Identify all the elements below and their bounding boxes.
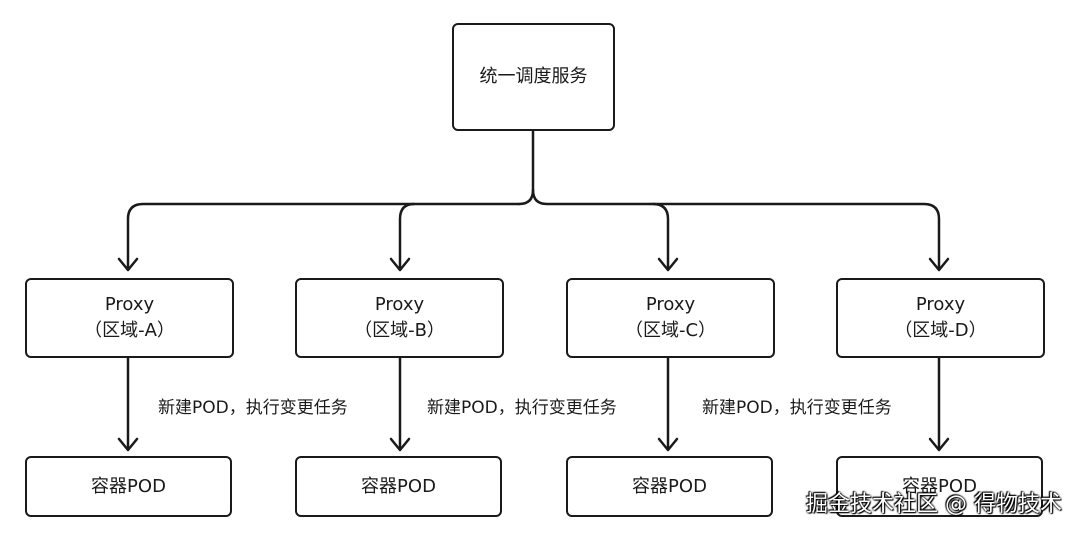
arrowhead-pod-a xyxy=(117,437,139,452)
branch-b xyxy=(398,202,416,270)
proxy-region: （区域-A） xyxy=(84,320,175,341)
pod-node-b: 容器POD xyxy=(295,456,502,517)
brace-left xyxy=(126,202,521,270)
proxy-node-b: Proxy （区域-B） xyxy=(295,278,504,358)
brace-mid-left xyxy=(531,188,652,206)
arrowhead-pod-c xyxy=(657,437,679,452)
root-connector xyxy=(517,129,535,206)
arrowhead-proxy-d xyxy=(928,257,950,272)
proxy-region: （区域-C） xyxy=(624,320,717,341)
proxy-region: （区域-D） xyxy=(894,320,987,341)
unified-scheduler-node: 统一调度服务 xyxy=(452,23,615,131)
proxy-node-d: Proxy （区域-D） xyxy=(836,278,1045,358)
proxy-node-a: Proxy （区域-A） xyxy=(25,278,234,358)
branch-c xyxy=(651,202,670,270)
arrowhead-proxy-a xyxy=(117,257,139,272)
arrowhead-proxy-b xyxy=(389,257,411,272)
pod-label: 容器POD xyxy=(361,475,436,497)
brace-right xyxy=(648,202,941,270)
pod-label: 容器POD xyxy=(91,475,166,497)
arrowhead-pod-d xyxy=(928,437,950,452)
watermark: 掘金技术社区 @ 得物技术 xyxy=(806,492,1062,517)
arrowhead-pod-b xyxy=(389,437,411,452)
pod-node-d: 容器POD xyxy=(836,456,1043,517)
proxy-title: Proxy xyxy=(104,294,155,315)
pod-label: 容器POD xyxy=(632,475,707,497)
edge-label-c: 新建POD，执行变更任务 xyxy=(702,398,892,418)
proxy-node-c: Proxy （区域-C） xyxy=(566,278,775,358)
unified-scheduler-label: 统一调度服务 xyxy=(479,66,588,87)
proxy-region: （区域-B） xyxy=(354,320,445,341)
pod-node-a: 容器POD xyxy=(25,456,232,517)
edge-label-a: 新建POD，执行变更任务 xyxy=(158,398,348,418)
pod-label: 容器POD xyxy=(902,475,977,497)
edge-label-b: 新建POD，执行变更任务 xyxy=(427,398,617,418)
proxy-title: Proxy xyxy=(374,294,425,315)
pod-node-c: 容器POD xyxy=(566,456,773,517)
arrowhead-proxy-c xyxy=(657,257,679,272)
proxy-title: Proxy xyxy=(645,294,696,315)
proxy-title: Proxy xyxy=(915,294,966,315)
